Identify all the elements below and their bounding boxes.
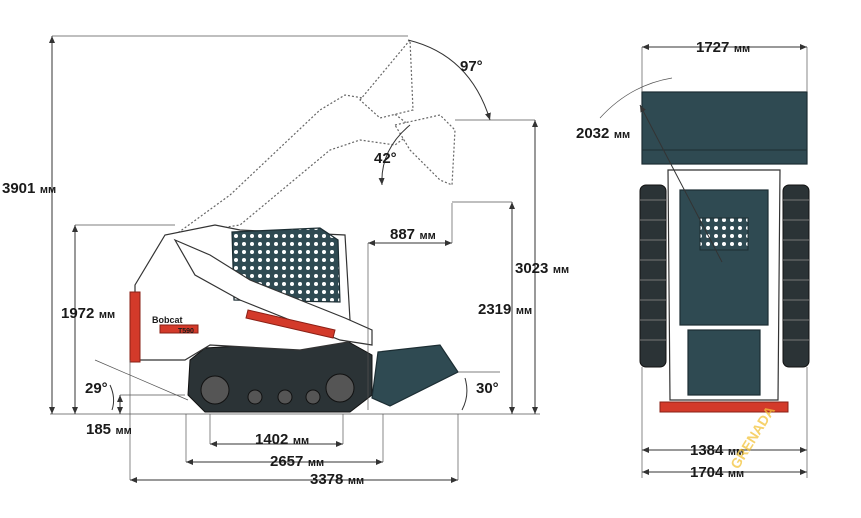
raised-arm-ghost [174,38,456,236]
bucket-front [641,91,808,165]
side-dimension-lines [49,35,538,483]
label-cab-height: 1972 мм [61,305,115,322]
bucket-side [371,344,459,407]
model-brand: Bobcat [152,315,183,325]
loader-side: Bobcat T590 [129,224,459,413]
front-bumper [659,401,789,413]
label-track-gauge: 1384 мм [690,442,744,459]
lift-arm [173,238,373,346]
angle-rollback-ground: 30° [476,380,499,397]
rear-light [129,291,141,363]
label-ground-clearance: 185 мм [86,421,132,438]
cab-front [679,189,769,326]
loader-front [639,91,810,413]
front-dimension-lines [599,44,808,478]
label-max-height: 3901 мм [2,180,56,197]
angle-rollback-full: 97° [460,58,483,75]
model-number: T590 [178,328,194,335]
label-hinge-pin-height: 3023 мм [515,260,569,277]
arm-stripe [245,309,336,339]
angle-departure: 29° [85,380,108,397]
label-turning-radius: 2032 мм [576,125,630,142]
angle-dump: 42° [374,150,397,167]
label-dump-height: 2319 мм [478,301,532,318]
watermark: GRENADA [727,403,778,472]
label-bucket-width: 1727 мм [696,39,750,56]
label-track-length: 2657 мм [270,453,324,470]
label-overall-length: 3378 мм [310,471,364,488]
label-dump-reach: 887 мм [390,226,436,243]
label-wheelbase: 1402 мм [255,431,309,448]
label-overall-width: 1704 мм [690,464,744,481]
